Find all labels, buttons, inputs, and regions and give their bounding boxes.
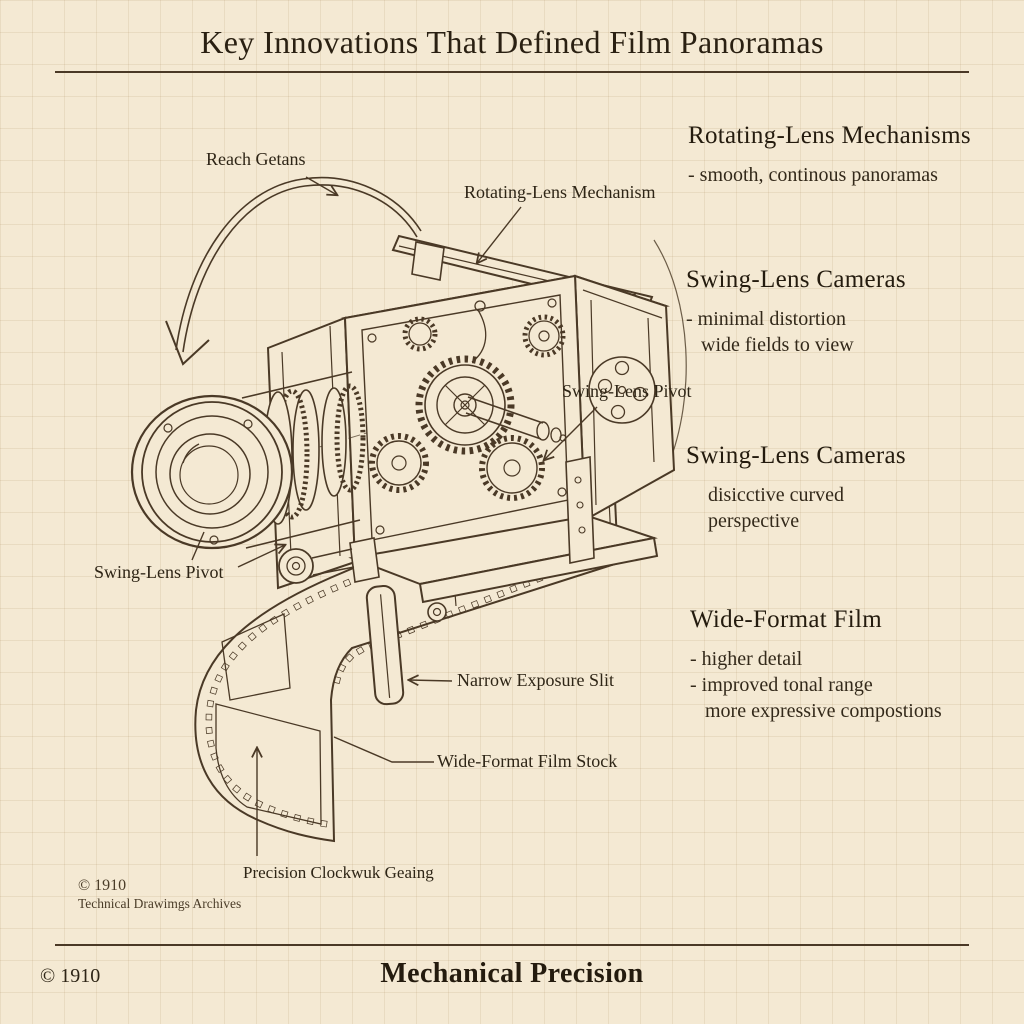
annotation-precision-gearing: Precision Clockwuk Geaing (243, 863, 434, 882)
section-line: perspective (708, 510, 800, 532)
section-line: - minimal distortion (686, 308, 846, 330)
section-wide-format-film: Wide-Format Film - higher detail - impro… (690, 606, 1010, 724)
bottom-divider-rule (55, 944, 969, 946)
annotation-wide-format-film-stock: Wide-Format Film Stock (437, 751, 618, 771)
camera-body (130, 234, 687, 706)
section-heading: Wide-Format Film (690, 606, 882, 633)
exposure-slit-bar (365, 585, 405, 706)
section-line: disicctive curved (708, 484, 845, 506)
section-heading: Rotating-Lens Mechanisms (688, 122, 971, 149)
annotation-rotating-lens-mechanism: Rotating-Lens Mechanism (464, 182, 656, 202)
section-line: - smooth, continous panoramas (688, 164, 938, 186)
section-line: - improved tonal range (690, 674, 873, 696)
section-swing-lens-cameras-2: Swing-Lens Cameras disicctive curved per… (686, 442, 1006, 534)
annotation-swing-lens-pivot-right: Swing-Lens Pivot (562, 381, 692, 401)
clockwork-gears (367, 298, 567, 535)
section-heading: Swing-Lens Cameras (686, 442, 906, 469)
annotation-swing-lens-pivot-left: Swing-Lens Pivot (94, 562, 224, 582)
archive-copyright: © 1910 (78, 877, 127, 894)
film-roller (278, 537, 380, 584)
footer-title: Mechanical Precision (380, 958, 644, 989)
footer-copyright: © 1910 (40, 965, 101, 987)
top-divider-rule (55, 71, 969, 73)
section-line: wide fields to view (701, 334, 854, 356)
annotation-reach-getans: Reach Getans (206, 149, 306, 169)
archive-note: © 1910 Technical Drawimgs Archives (78, 877, 241, 912)
section-line: - higher detail (690, 648, 803, 670)
section-heading: Swing-Lens Cameras (686, 266, 906, 293)
section-swing-lens-cameras-1: Swing-Lens Cameras - minimal distortion … (686, 266, 1006, 358)
page-title: Key Innovations That Defined Film Panora… (200, 24, 824, 60)
camera-base (348, 456, 659, 622)
section-line: more expressive compostions (705, 700, 942, 722)
annotation-narrow-exposure-slit: Narrow Exposure Slit (457, 670, 614, 690)
archive-source: Technical Drawimgs Archives (78, 896, 242, 911)
swing-arc-arrow (165, 176, 422, 366)
lens-assembly (130, 371, 371, 550)
callout-leader-lines (191, 176, 598, 856)
section-rotating-lens-mechanisms: Rotating-Lens Mechanisms - smooth, conti… (688, 122, 1008, 188)
